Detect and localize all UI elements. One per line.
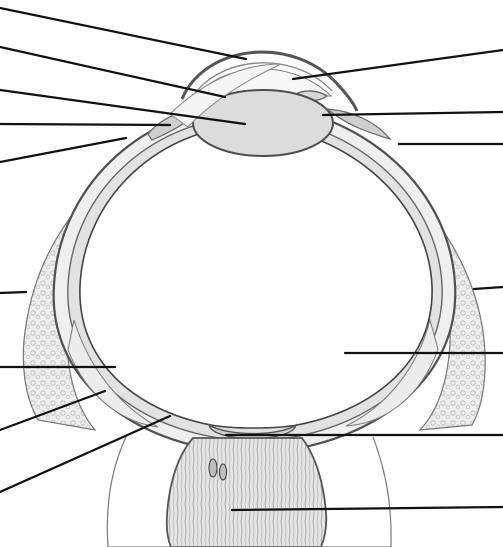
leader-line-mid-left: [0, 292, 26, 293]
leader-line-top-right-1: [293, 50, 503, 79]
central-retinal-vessel-1: [209, 459, 217, 477]
leader-line-top-right-2: [323, 112, 503, 115]
leader-line-top-left-5: [0, 138, 126, 162]
leader-line-top-left-1: [0, 8, 246, 59]
leader-line-top-left-4: [0, 124, 170, 125]
leader-line-top-left-2: [0, 47, 225, 97]
optic-nerve: [167, 438, 327, 547]
central-retinal-vessel-2: [219, 464, 226, 480]
leader-line-mid-right: [474, 287, 503, 289]
